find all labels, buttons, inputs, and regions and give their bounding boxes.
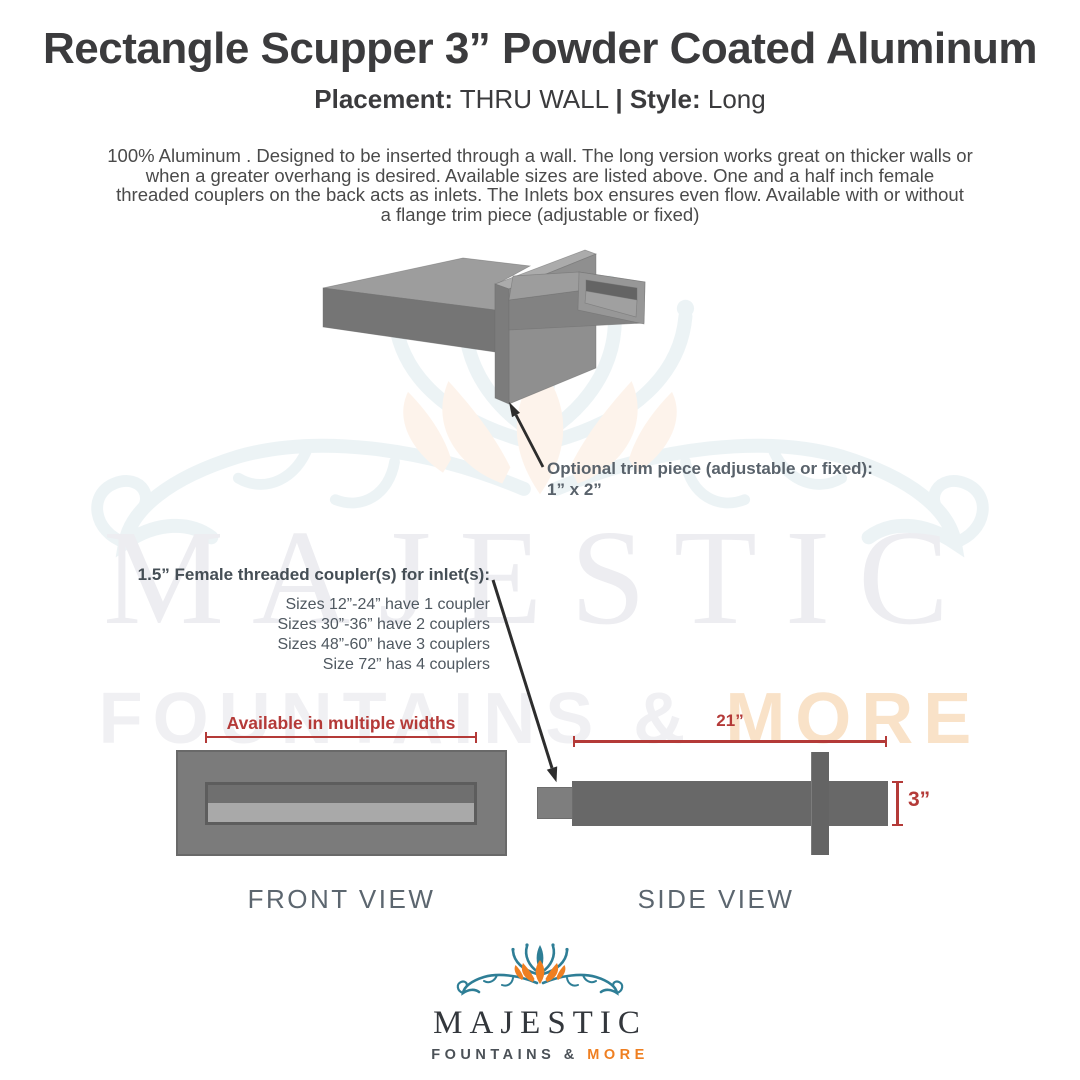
coupler-rule: Size 72” has 4 couplers: [322, 656, 490, 673]
scupper-3d-illustration: [322, 249, 646, 468]
side-height-dimension-line: [892, 781, 903, 826]
front-view-drawing: [176, 750, 507, 856]
style-value: Long: [707, 84, 766, 114]
side-view-scupper-body: [572, 781, 888, 826]
coupler-rule: Sizes 12”-24” have 1 coupler: [285, 596, 490, 613]
trim-note: Optional trim piece (adjustable or fixed…: [547, 458, 873, 500]
brand-logo: MAJESTIC FOUNTAINS & MORE: [0, 942, 1080, 1063]
product-description: 100% Aluminum . Designed to be inserted …: [0, 146, 1080, 224]
side-view-inlet-coupler: [537, 787, 573, 819]
side-view-trim-plate: [811, 752, 829, 855]
trim-note-size: 1” x 2”: [547, 480, 602, 499]
scupper-opening-floor: [208, 803, 474, 822]
front-width-dimension-line: [205, 732, 477, 743]
spec-divider: |: [615, 84, 623, 114]
page-title: Rectangle Scupper 3” Powder Coated Alumi…: [43, 24, 1037, 73]
trim-note-line: Optional trim piece (adjustable or fixed…: [547, 459, 873, 478]
side-length-dimension-label: 21”: [716, 711, 744, 730]
logo-tagline: FOUNTAINS & MORE: [431, 1047, 649, 1063]
front-view-caption: FRONT VIEW: [247, 884, 436, 914]
trim-arrow: [509, 402, 545, 468]
coupler-rule: Sizes 30”-36” have 2 couplers: [277, 616, 490, 633]
style-label: Style:: [629, 84, 701, 114]
coupler-arrow: [491, 579, 558, 783]
description-line: threaded couplers on the back acts as in…: [116, 184, 964, 205]
front-width-note: Available in multiple widths: [226, 713, 456, 733]
coupler-rule: Sizes 48”-60” have 3 couplers: [277, 636, 490, 653]
scupper-spout: [508, 271, 646, 331]
description-line: 100% Aluminum . Designed to be inserted …: [107, 145, 973, 166]
side-length-dimension-line: [573, 736, 887, 747]
side-height-dimension-label: 3”: [908, 788, 931, 811]
watermark-tagline-text: FOUNTAINS & MORE: [98, 679, 982, 759]
side-view-caption: SIDE VIEW: [637, 884, 795, 914]
coupler-heading: 1.5” Female threaded coupler(s) for inle…: [137, 565, 490, 584]
placement-value: THRU WALL: [459, 84, 609, 114]
logo-brand-text: MAJESTIC: [433, 1005, 647, 1041]
scupper-opening-front: [205, 782, 477, 825]
description-line: a flange trim piece (adjustable or fixed…: [380, 203, 700, 225]
placement-style-spec: Placement: THRU WALL | Style: Long: [0, 84, 1080, 115]
watermark-brand-text: MAJESTIC: [103, 503, 977, 653]
inlet-coupler-note: 1.5” Female threaded coupler(s) for inle…: [100, 565, 490, 675]
placement-label: Placement:: [314, 84, 453, 114]
description-line: when a greater overhang is desired. Avai…: [145, 164, 935, 186]
logo-ornament-icon: [456, 942, 624, 995]
